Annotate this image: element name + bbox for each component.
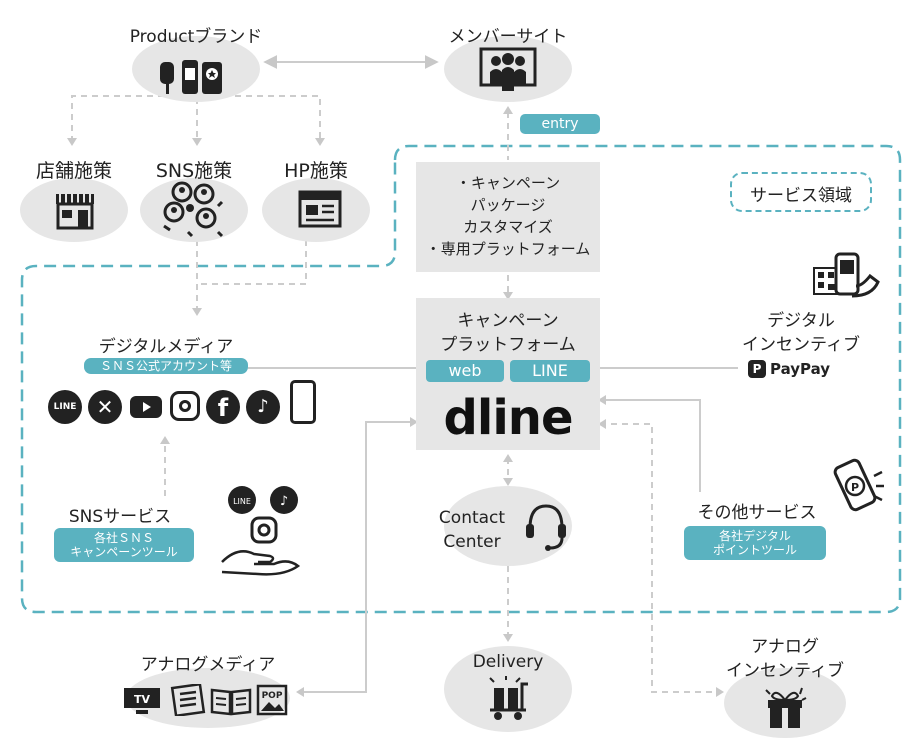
digital-incentive-label-2: インセンティブ [742,335,860,355]
paypay-icon: P [748,360,766,378]
contact-label-2: Center [443,532,501,552]
point-phone-icon: P [824,456,888,520]
pop-icon: POP [256,684,288,716]
hp-measure-label: HP施策 [284,160,348,182]
sns-service-tag-line-1: 各社ＳＮＳ [93,531,154,545]
analog-incentive-label-2: インセンティブ [726,661,844,681]
store-oval [20,178,128,242]
dline-logo: dline [443,390,574,446]
contact-center-oval [444,486,572,566]
digital-incentive-label-1: デジタル [767,311,835,331]
store-icon [52,192,98,230]
sns-official-tag: ＳＮＳ公式アカウント等 [84,358,248,374]
store-label: 店舗施策 [35,160,112,182]
other-service-label: その他サービス [697,503,817,523]
delivery-label: Delivery [472,652,544,672]
headset-icon [522,500,570,554]
platform-title-2: プラットフォーム [440,335,576,355]
other-service-tag-line-1: 各社デジタル [719,529,791,543]
platform-title-1: キャンペーン [457,311,559,331]
other-service-tag: 各社デジタル ポイントツール [684,526,826,560]
analog-media-label: アナログメディア [140,655,276,675]
entry-tag: entry [520,114,600,134]
customize-line-1: ・キャンペーン [455,174,561,192]
sns-service-tag: 各社ＳＮＳ キャンペーンツール [54,528,194,562]
member-site-icon [478,46,538,94]
line-icon: LINE [48,390,82,424]
sns-measure-oval [140,178,248,242]
sns-network-icon [160,180,226,238]
customize-line-3: カスタマイズ [463,218,553,236]
sns-service-tag-line-2: キャンペーンツール [70,545,178,559]
web-tag: web [426,360,504,382]
instagram-icon [170,391,200,421]
customize-box [416,162,600,272]
cart-icon [486,676,532,722]
svg-text:P: P [851,481,859,494]
svg-text:LINE: LINE [233,497,251,506]
analog-incentive-label-1: アナログ [751,637,819,657]
customize-line-4: ・専用プラットフォーム [425,240,591,258]
digital-media-label: デジタルメディア [98,337,234,357]
svg-text:♪: ♪ [280,494,288,509]
contact-label-1: Contact [438,508,506,528]
magazine-icon [210,686,252,716]
sns-hand-icon: LINE ♪ [218,484,308,576]
gift-icon [762,684,808,732]
browser-window-icon [298,190,342,228]
service-area-label: サービス領域 [750,186,852,206]
x-icon: ✕ [88,390,122,424]
product-brand-label: Productブランド [129,27,263,47]
qr-phone-icon [812,250,882,300]
paypay-label: PayPay [770,360,831,378]
facebook-icon: f [206,390,240,424]
sns-measure-label: SNS施策 [155,160,233,182]
smartphone-icon [290,380,316,424]
product-brand-icon [158,56,238,96]
newspaper-icon [170,682,206,718]
sns-service-label: SNSサービス [68,507,172,527]
service-area-badge [730,172,872,212]
tv-icon: TV [122,686,162,716]
pop-text: POP [262,691,283,701]
member-site-label: メンバーサイト [448,27,568,47]
other-service-tag-line-2: ポイントツール [712,543,797,557]
line-tag: LINE [510,360,590,382]
tv-text: TV [134,693,151,706]
tiktok-icon: ♪ [246,390,280,424]
service-area-boundary [20,144,902,614]
customize-line-2: パッケージ [470,196,546,214]
youtube-icon [130,396,162,418]
